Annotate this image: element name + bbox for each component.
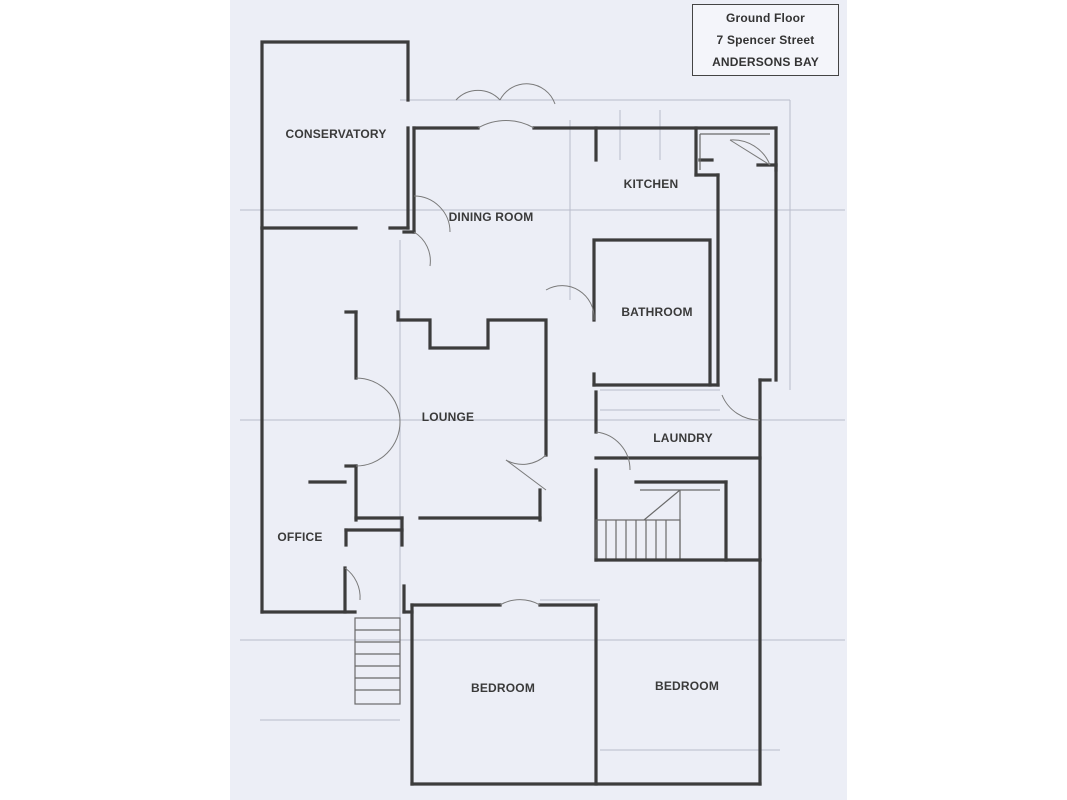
lounge-walls (344, 310, 548, 547)
room-label-conservatory: CONSERVATORY (285, 127, 387, 141)
title-block: Ground Floor 7 Spencer Street ANDERSONS … (692, 4, 839, 76)
office-walls (344, 528, 404, 547)
west-wing-walls (260, 226, 357, 614)
faint-guidelines (240, 99, 845, 751)
bedroom-walls (402, 584, 762, 786)
laundry-walls (594, 390, 762, 562)
kitchen-walls (594, 126, 778, 387)
title-address: 7 Spencer Street (716, 33, 815, 47)
main-north-walls (402, 126, 778, 234)
room-label-kitchen: KITCHEN (623, 177, 679, 191)
stairs (595, 489, 681, 561)
room-label-bedroom-right: BEDROOM (654, 679, 720, 693)
room-label-laundry: LAUNDRY (653, 431, 713, 445)
bathroom-walls (592, 238, 720, 387)
entry-steps (354, 617, 401, 705)
title-floor: Ground Floor (725, 11, 806, 25)
door-swings (344, 83, 771, 606)
room-label-office: OFFICE (277, 530, 323, 544)
conservatory-walls (260, 40, 410, 230)
room-label-lounge: LOUNGE (421, 410, 475, 424)
room-label-bedroom-left: BEDROOM (470, 681, 536, 695)
room-label-dining-room: DINING ROOM (448, 210, 534, 224)
room-label-bathroom: BATHROOM (621, 305, 693, 319)
scanned-sheet (230, 0, 847, 800)
east-walls (594, 163, 778, 786)
title-suburb: ANDERSONS BAY (712, 55, 819, 69)
